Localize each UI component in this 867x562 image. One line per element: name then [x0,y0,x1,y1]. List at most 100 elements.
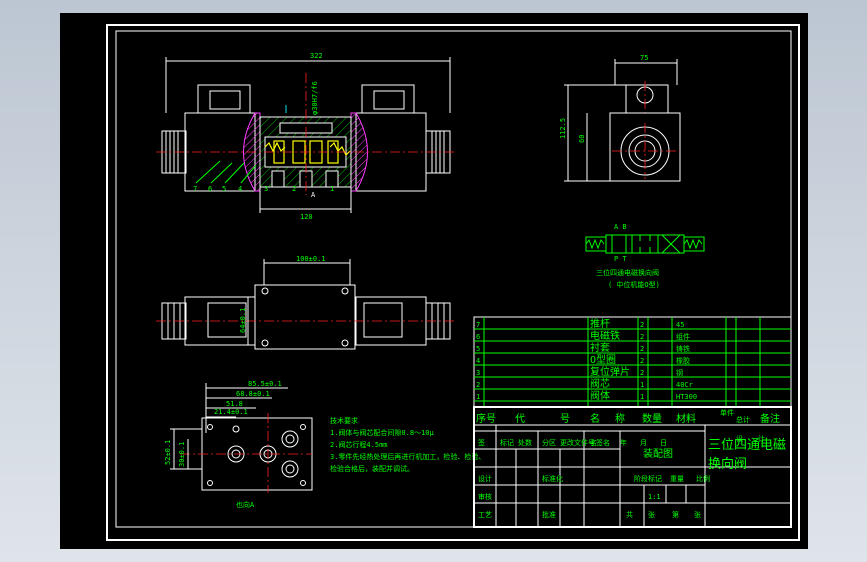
inner-frame [115,30,792,528]
bom-row-material: 铸铁 [676,344,690,353]
bom-row-qty: 2 [640,345,644,353]
tb-design1: 设 [736,434,743,443]
hdr-total: 总计 [736,415,750,424]
hdr-name1: 名 [590,412,600,425]
callout-5: 5 [222,185,226,193]
symbol-subcaption: ( 中位机能O型) [608,280,660,289]
side-view[interactable]: 75 112.5 60 [559,54,681,182]
bom-row-material: 40Cr [676,381,693,389]
section-mark-a: A [311,191,316,199]
hdr-material: 材料 [676,412,696,425]
title-block-cell: 设计 [478,474,492,483]
title-block-cell: 张 [694,510,701,519]
bom-row-qty: 2 [640,369,644,377]
dim-21-4: 21.4±0.1 [214,408,248,416]
bom-row-material: 45 [676,321,684,329]
symbol-bottom-ports: P T [614,255,627,263]
front-section-view[interactable]: 322 [156,52,456,221]
hdr-remarks: 备注 [760,412,780,425]
drawing-canvas: 3 2 2 [106,24,800,541]
plate-view-a[interactable]: 85.5±0.1 68.8±0.1 51.8 21.4±0.1 52±0.1 3… [164,380,313,509]
top-view-body [254,284,356,350]
hdr-code2: 号 [560,413,570,425]
hdr-qty: 数量 [642,412,662,425]
dim-64: 64±0.1 [239,308,247,333]
tech-line-4: 检验合格后，装配并调试。 [330,464,414,473]
title-block-cell: 日 [660,439,667,447]
hdr-no: 序号 [476,412,496,425]
view-label-a: 也向A [236,500,255,509]
tech-title: 技术要求 [330,416,358,425]
title-block-cell: 标记 [500,438,514,447]
bom-row-qty: 2 [640,321,644,329]
title-block-cell: 批准 [542,510,556,519]
title-block-cell: 张 [648,510,655,519]
bom-row-no: 7 [476,321,480,329]
dim-322: 322 [310,52,323,60]
symbol-caption: 三位四通电磁换向阀 [596,268,659,277]
tb-design2: 计 [758,434,765,443]
bom-row-qty: 1 [640,393,644,401]
title-block-cell: 分区 [542,438,556,447]
hdr-name2: 称 [615,412,625,425]
hdr-code1: 代 [515,413,525,425]
product-name-2: 换向阀 [708,456,747,472]
dim-75: 75 [640,54,648,62]
callout-4: 4 [238,185,242,193]
tech-requirements: 技术要求 1.阀体与阀芯配合间隙0.8～10μ 2.阀芯行程4.5mm 3.零件… [330,416,485,473]
hydraulic-symbol[interactable]: A B P T 三位四通电磁换向阀 ( 中位机能O型) [585,223,705,289]
dim-85-5: 85.5±0.1 [248,380,282,388]
tech-line-3: 3.零件先经热处理后再进行机加工，检验、检验、 [330,452,485,461]
symbol-top-ports: A B [614,223,627,231]
title-block-cell: 阶段标记 [634,474,662,483]
dim-30: 30±0.1 [178,442,186,467]
dim-100: 100±0.1 [296,255,326,263]
bom-row-no: 5 [476,345,480,353]
bom-row-name: 复位弹片 [590,365,630,378]
tb-sign2: 名 [590,438,597,447]
dim-spool-fit: φ30H7/f6 [311,81,319,115]
bom-row-name: 推杆 [590,317,610,330]
bom-row-qty: 2 [640,333,644,341]
callout-7: 7 [193,185,197,193]
dim-52: 52±0.1 [164,440,172,465]
outer-frame [106,24,800,541]
dim-60: 60 [578,135,586,143]
title-block-cell: 审核 [478,492,492,501]
bom-row-material: HT300 [676,393,697,401]
cad-viewport[interactable]: 3 2 2 [60,13,808,549]
bom-row-name: 阀体 [590,389,610,402]
top-view[interactable]: 100±0.1 64±0.1 [156,255,456,350]
title-block-cell: 更改文件号 [560,438,595,447]
bom-row-material: 橡胶 [676,356,690,365]
bom-row-no: 1 [476,393,480,401]
title-block-cell: 年 [620,438,627,447]
title-block-cell: 比例 [696,474,710,483]
bom-row-name: 阀芯 [590,377,610,390]
bom-row-qty: 1 [640,381,644,389]
title-block-cell: 月 [640,439,647,447]
bom-row-name: 电磁铁 [590,329,620,342]
bom-row-no: 3 [476,369,480,377]
dim-112-5: 112.5 [559,118,567,139]
title-block-cell: 签名 [596,438,610,447]
title-block-cell: 工艺 [478,511,492,519]
bom-row-name: 衬套 [590,341,610,354]
title-block-cell: 标准化 [542,474,563,483]
bom-row-no: 6 [476,333,480,341]
tb-sign1: 签 [478,438,485,447]
tech-line-1: 1.阀体与阀芯配合间隙0.8～10μ [330,428,435,437]
side-body [609,112,681,182]
title-block-cell: 1:1 [648,493,661,501]
dim-120: 120 [300,213,313,221]
title-block-cell: 重量 [670,475,684,483]
bom-row-no: 4 [476,357,480,365]
title-block[interactable]: 序号 代 号 名 称 数量 材料 单件 总计 备注 装配图 三位四通电磁 换向阀… [473,406,792,528]
title-block-cell: 第 [672,510,679,519]
callout-3: 3 [264,185,268,193]
bom-row-material: 钢 [676,368,683,377]
bom-row-no: 2 [476,381,480,389]
tech-line-2: 2.阀芯行程4.5mm [330,440,388,449]
drawing-name: 装配图 [643,447,673,460]
